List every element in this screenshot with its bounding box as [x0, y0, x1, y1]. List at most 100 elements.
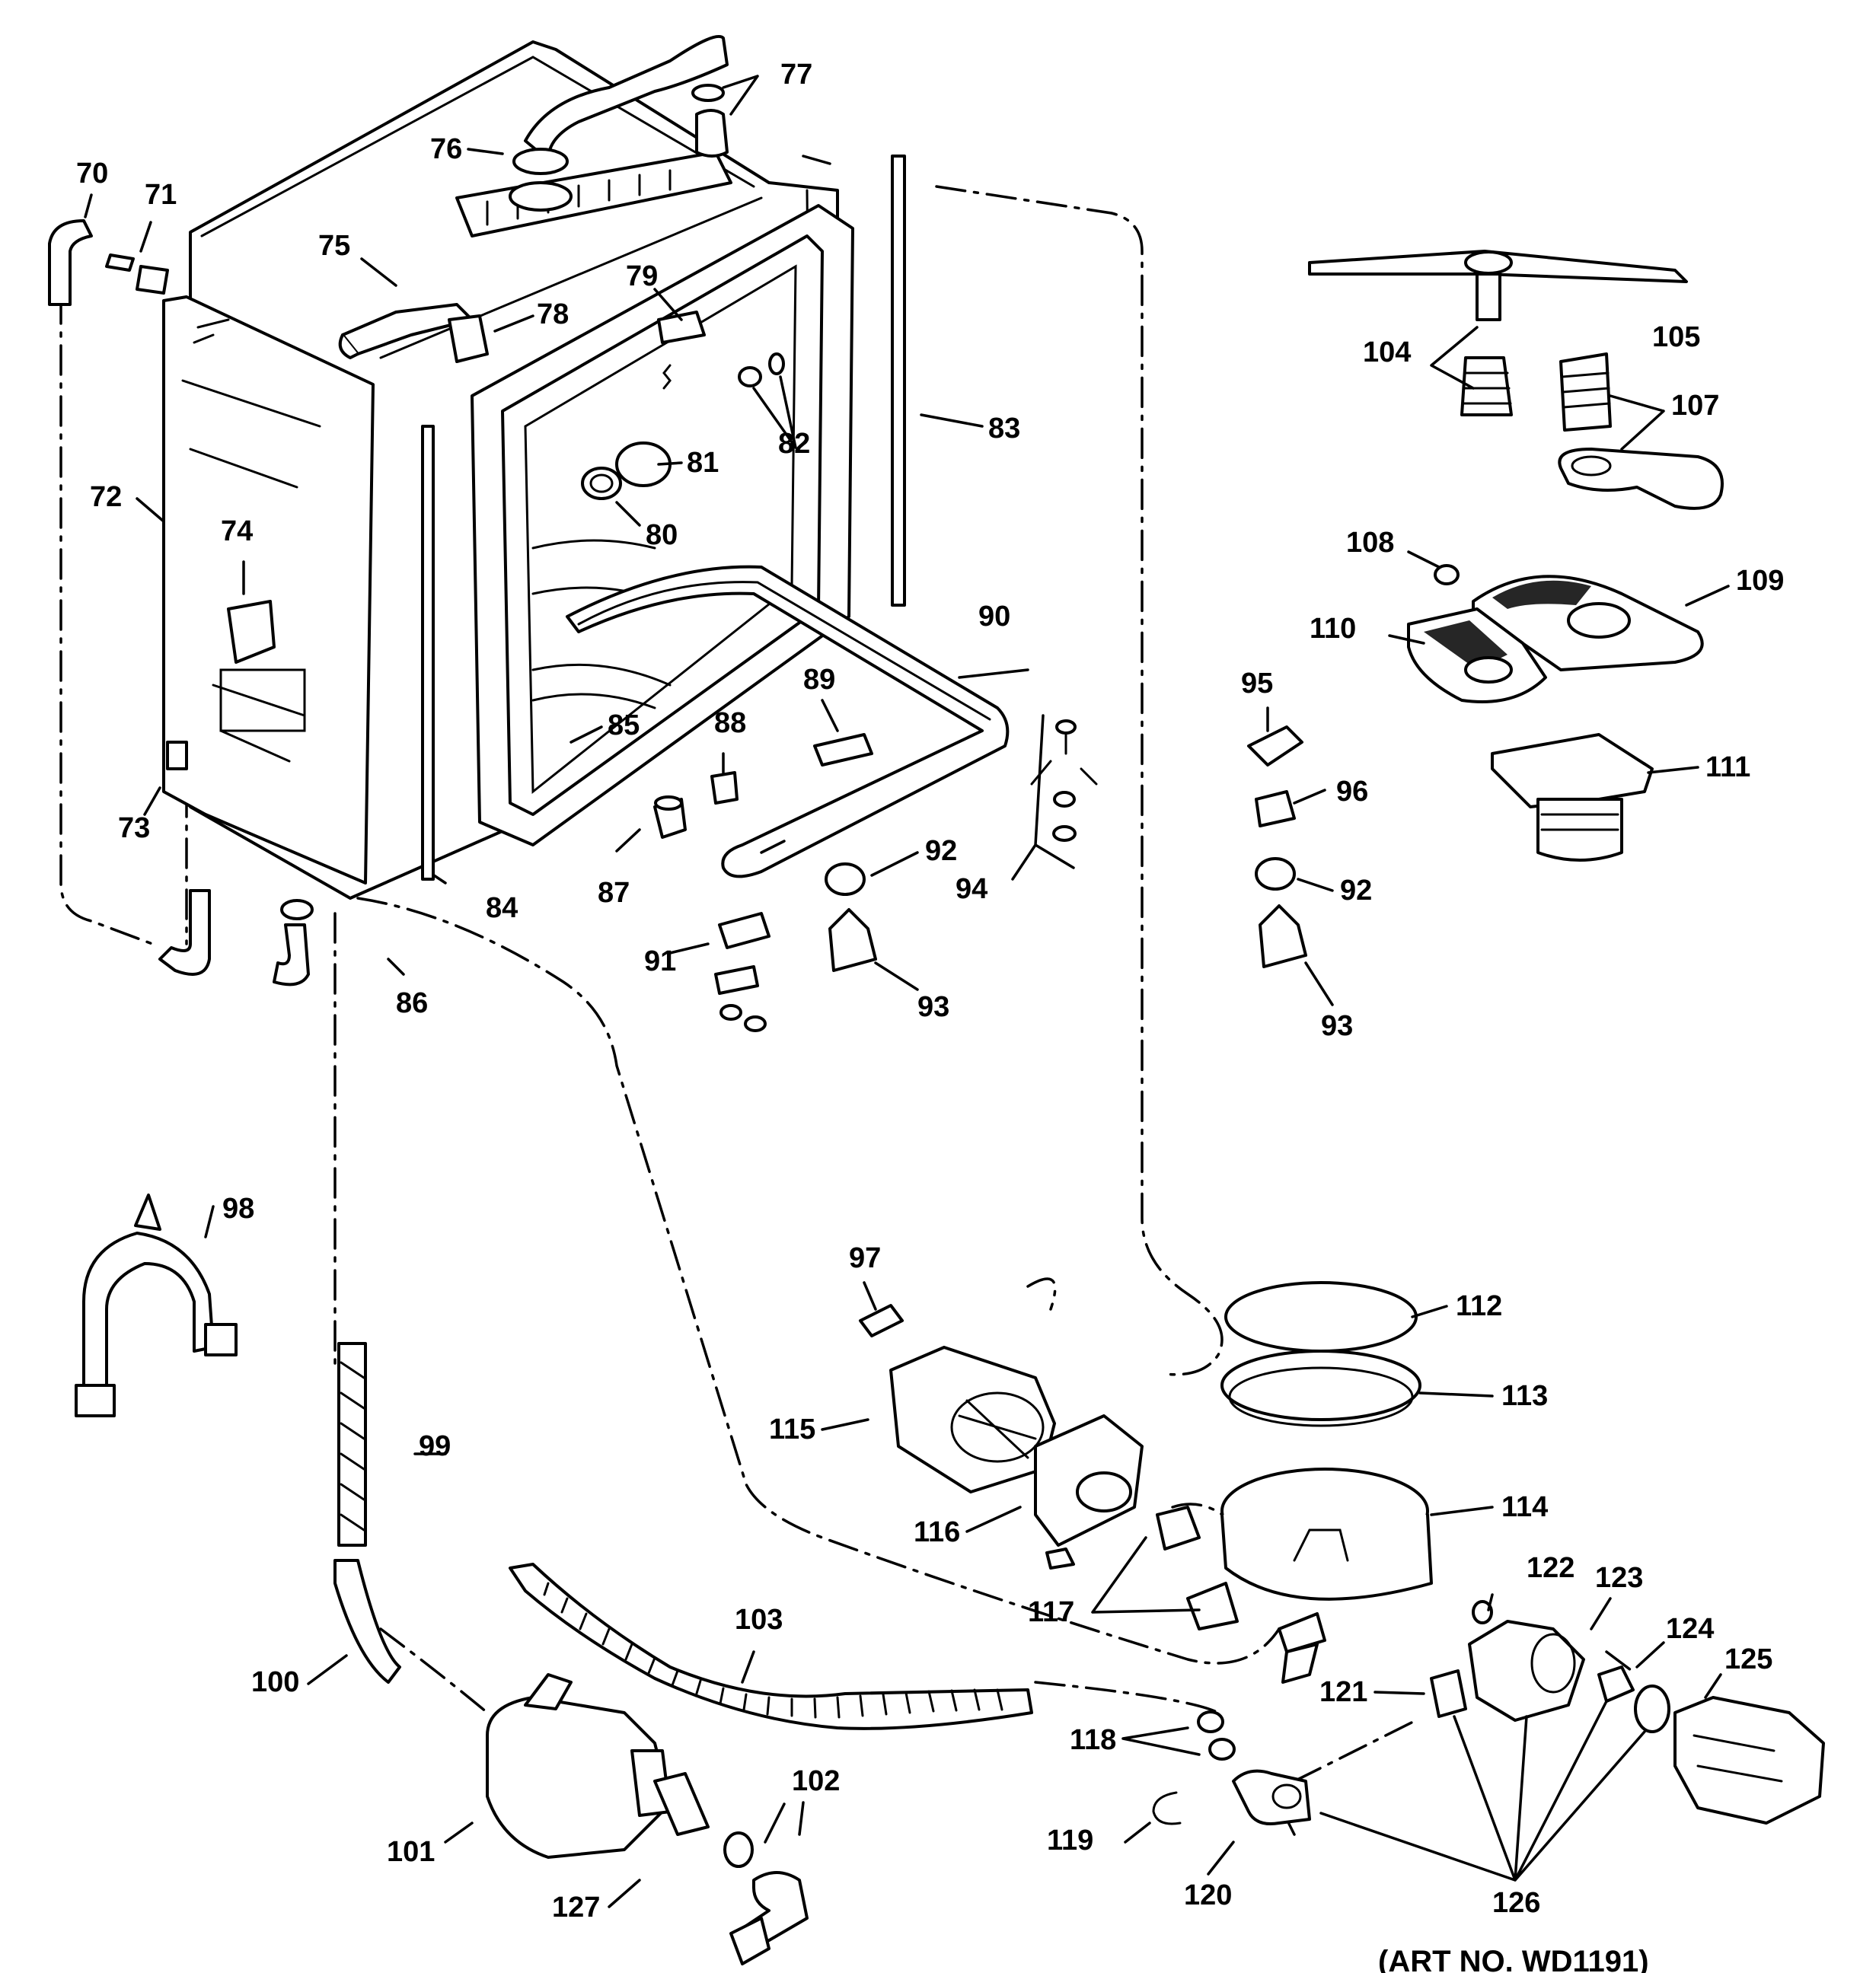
callout-123: 123 [1595, 1562, 1643, 1594]
filter-105-107 [1558, 352, 1724, 510]
fitting-102 [723, 1831, 809, 1965]
callout-78: 78 [537, 298, 569, 330]
connector-73 [166, 741, 188, 770]
pump-housing-112-114 [1220, 1281, 1433, 1601]
impeller-125 [1634, 1685, 1825, 1825]
callout-126: 126 [1492, 1887, 1540, 1919]
heater-85-90 [566, 565, 1010, 878]
sensor-parts-right [1247, 725, 1307, 968]
fill-hose [524, 35, 729, 161]
callout-84: 84 [486, 892, 518, 924]
art-number: (ART NO. WD1191) [1378, 1945, 1649, 1973]
callout-85: 85 [608, 709, 640, 741]
callout-97: 97 [849, 1242, 881, 1274]
callout-87: 87 [598, 877, 630, 909]
callout-118: 118 [1070, 1724, 1116, 1756]
pump-123 [1468, 1620, 1585, 1722]
callout-102: 102 [792, 1765, 840, 1797]
callout-112: 112 [1456, 1290, 1502, 1322]
strip-84 [421, 425, 435, 881]
fastener-82 [662, 352, 785, 390]
drain-hose-103 [509, 1563, 1033, 1730]
drain-elbows [158, 889, 314, 986]
spray-arm-104 [1308, 250, 1688, 416]
callout-113: 113 [1501, 1380, 1548, 1412]
sensor-92-93-middle [825, 862, 877, 972]
callout-109: 109 [1736, 565, 1784, 597]
callout-89: 89 [803, 664, 835, 696]
seal-124 [1597, 1665, 1635, 1703]
callout-110: 110 [1310, 613, 1356, 645]
callout-114: 114 [1501, 1491, 1548, 1523]
valve-101-127 [486, 1673, 710, 1859]
callout-124: 124 [1666, 1613, 1714, 1645]
callout-81: 81 [687, 447, 719, 479]
callout-71: 71 [145, 179, 177, 211]
callout-88: 88 [714, 707, 746, 739]
callout-127: 127 [552, 1892, 600, 1924]
callout-72: 72 [90, 481, 122, 513]
leader-lines [84, 75, 1730, 1908]
callout-117: 117 [1028, 1596, 1074, 1628]
elbow-70 [48, 219, 169, 306]
callout-93-right: 93 [1321, 1010, 1353, 1042]
callout-120: 120 [1184, 1879, 1232, 1911]
callout-90: 90 [978, 601, 1010, 633]
callout-116: 116 [914, 1516, 960, 1548]
switch-74 [227, 600, 276, 664]
callout-70: 70 [76, 158, 108, 190]
callout-94: 94 [956, 873, 987, 905]
grommet-76 [509, 148, 573, 212]
callout-125: 125 [1724, 1643, 1772, 1675]
callout-100: 100 [251, 1666, 299, 1698]
fasteners-94 [1030, 719, 1098, 842]
gasket-83 [891, 155, 906, 607]
motor-115 [889, 1346, 1056, 1493]
inlet-80-81 [581, 441, 672, 500]
callout-119: 119 [1047, 1825, 1093, 1857]
hose-99-100 [333, 1342, 401, 1684]
callout-101: 101 [387, 1836, 435, 1868]
orings-118 [1197, 1710, 1236, 1761]
callout-86: 86 [396, 987, 428, 1019]
elbow-120 [1232, 1769, 1311, 1825]
tub-cabinet [162, 40, 854, 900]
callout-82: 82 [778, 428, 810, 460]
callout-115: 115 [769, 1414, 815, 1445]
callout-95: 95 [1241, 668, 1273, 700]
bracket-79 [657, 311, 706, 344]
clip-119 [1152, 1791, 1182, 1825]
clip-78 [448, 314, 489, 363]
clamp-98 [75, 1194, 238, 1417]
small-parts-87-89 [653, 733, 873, 839]
callout-104: 104 [1363, 336, 1411, 368]
callout-76: 76 [430, 133, 462, 165]
plate-91 [714, 912, 770, 1032]
callout-93-middle: 93 [917, 991, 949, 1023]
callout-122: 122 [1527, 1552, 1574, 1584]
callout-92-right: 92 [1340, 875, 1372, 907]
filter-assembly-108-111 [1407, 564, 1704, 862]
pump-116-117 [1034, 1414, 1326, 1684]
connector-97 [859, 1304, 904, 1337]
callout-111: 111 [1705, 751, 1750, 783]
callout-107: 107 [1671, 390, 1719, 422]
callout-80: 80 [646, 519, 678, 551]
callout-83: 83 [988, 413, 1020, 445]
callout-105: 105 [1652, 321, 1700, 353]
callout-74: 74 [221, 515, 253, 547]
callout-77: 77 [780, 59, 812, 91]
callout-73: 73 [118, 812, 150, 844]
callout-103: 103 [735, 1604, 783, 1636]
callout-75: 75 [318, 230, 350, 262]
callout-91: 91 [644, 945, 676, 977]
callout-numbers: 70 71 72 73 74 75 76 77 78 79 80 81 82 8… [76, 59, 1784, 1924]
callout-98: 98 [222, 1193, 254, 1225]
callout-92-middle: 92 [925, 835, 957, 867]
callout-108: 108 [1346, 527, 1394, 559]
callout-99: 99 [419, 1430, 451, 1462]
callout-121: 121 [1319, 1676, 1367, 1708]
callout-79: 79 [626, 260, 658, 292]
gasket-121-122 [1430, 1600, 1493, 1718]
